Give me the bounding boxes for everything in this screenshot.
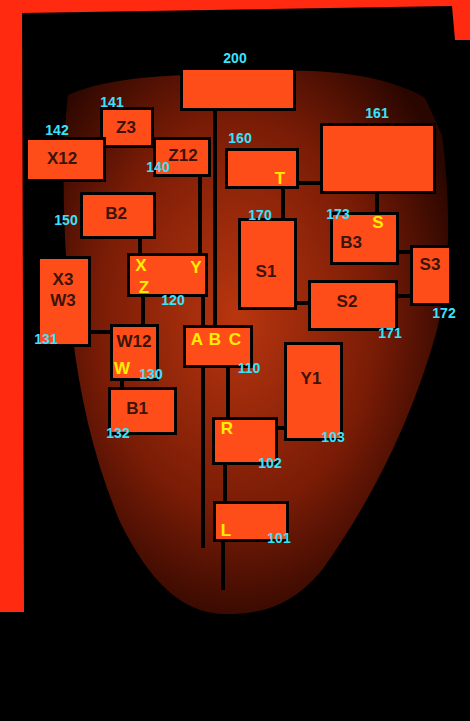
callout-number: 101 (267, 530, 290, 546)
part-label: W12 (117, 331, 152, 352)
callout-number: 140 (146, 159, 169, 175)
callout-number: 132 (106, 425, 129, 441)
part-label: X12 (47, 148, 77, 169)
callout-number: 103 (321, 429, 344, 445)
heart-outline (64, 71, 449, 614)
connector-wire (213, 111, 217, 325)
part-label: Y1 (301, 368, 322, 389)
component-box: L101 (213, 501, 289, 542)
component-box: W12W 130 (110, 324, 159, 381)
callout-number: 160 (228, 130, 251, 146)
component-box: T160 (225, 148, 299, 189)
pin-letter: L (221, 521, 231, 540)
component-box: R102 (212, 417, 278, 465)
callout-number: 130 (139, 366, 162, 382)
pin-letter: Z (139, 278, 149, 297)
component-box: B2150 (80, 192, 156, 239)
pin-letter: T (275, 169, 285, 188)
part-label: S2 (337, 291, 358, 312)
component-box: X12142 (25, 137, 106, 182)
pin-letter: B (209, 330, 221, 349)
component-box: XYZ120 (127, 253, 208, 297)
connector-wire (375, 194, 379, 212)
connector-wire (138, 239, 142, 253)
connector-wire (297, 301, 308, 305)
callout-number: 172 (432, 305, 455, 321)
part-label: X3 W3 (48, 269, 78, 311)
component-box: S2171 (308, 280, 398, 331)
callout-number: 142 (45, 122, 68, 138)
part-label: Z3 (116, 117, 136, 138)
part-label: S1 (256, 261, 277, 282)
callout-number: 150 (54, 212, 77, 228)
callout-number: 171 (378, 325, 401, 341)
connector-wire (281, 189, 285, 218)
callout-number: 131 (34, 331, 57, 347)
connector-wire (141, 297, 145, 324)
connector-wire (91, 330, 110, 334)
callout-number: 200 (223, 50, 246, 66)
part-label: B1 (126, 398, 148, 419)
part-label: S3 (420, 254, 441, 275)
component-box: Z12140 (153, 137, 211, 177)
component-box: S1170 (238, 218, 297, 310)
pin-letter: A (191, 330, 203, 349)
component-box: Y1103 (284, 342, 343, 441)
component-box: B3S173 (330, 212, 399, 265)
callout-number: 141 (100, 94, 123, 110)
part-label: B3 (340, 232, 362, 253)
connector-wire (223, 465, 227, 501)
pin-letter: S (372, 213, 383, 232)
callout-number: 173 (326, 206, 349, 222)
connector-wire (299, 181, 320, 185)
callout-number: 102 (258, 455, 281, 471)
callout-number: 170 (248, 207, 271, 223)
connector-wire (198, 177, 202, 253)
component-box: Z3141 (100, 107, 154, 148)
connector-wire (226, 368, 230, 417)
component-box: 200 (180, 67, 296, 111)
callout-number: 161 (365, 105, 388, 121)
component-box: S3172 (410, 245, 452, 306)
callout-number: 120 (161, 292, 184, 308)
pin-letter: W (114, 359, 130, 378)
component-box: ABC110 (183, 325, 253, 368)
component-box: X3 W3 131 (37, 256, 91, 347)
component-box: 161 (320, 123, 436, 194)
pin-letter: C (229, 330, 241, 349)
connector-wire (398, 294, 410, 298)
part-label: B2 (105, 203, 127, 224)
pin-letter: Y (190, 258, 201, 277)
pin-letter: R (221, 419, 233, 438)
component-box: B1132 (108, 387, 177, 435)
part-label: Z12 (168, 145, 197, 166)
callout-number: 110 (238, 360, 261, 376)
connector-wire (399, 250, 410, 254)
pin-letter: X (135, 256, 146, 275)
wire (221, 541, 225, 590)
